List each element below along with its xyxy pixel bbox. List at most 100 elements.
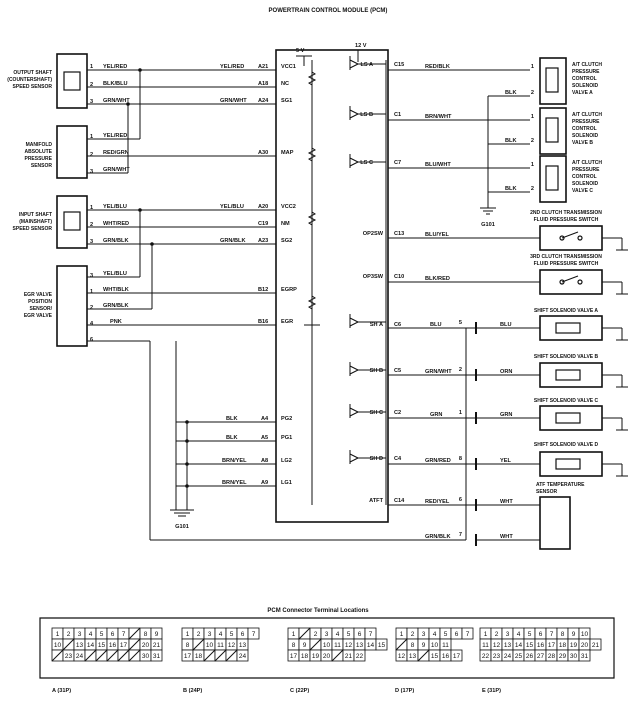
svg-text:EGR: EGR [281, 319, 293, 325]
svg-text:3: 3 [90, 169, 93, 175]
svg-text:SG2: SG2 [281, 238, 292, 244]
terminal-number: 6 [455, 631, 459, 638]
terminal-number: 2 [67, 631, 71, 638]
connectors-title: PCM Connector Terminal Locations [267, 608, 369, 614]
terminal-number: 22 [482, 653, 490, 660]
terminal-number: 18 [301, 653, 309, 660]
terminal-number: 9 [303, 642, 307, 649]
empty-terminal-mark [417, 649, 430, 662]
terminal-number: 5 [230, 631, 234, 638]
svg-text:GRN/BLK: GRN/BLK [220, 238, 245, 244]
terminal-number: 24 [76, 653, 84, 660]
terminal-number: 13 [76, 642, 84, 649]
svg-text:A9: A9 [261, 480, 268, 486]
svg-text:OP3SW: OP3SW [363, 274, 384, 280]
terminal-number: 14 [515, 642, 523, 649]
terminal-number: 5 [528, 631, 532, 638]
terminal-number: 4 [433, 631, 437, 638]
terminal-number: 4 [336, 631, 340, 638]
svg-text:3: 3 [90, 239, 93, 245]
svg-text:OP2SW: OP2SW [363, 231, 384, 237]
svg-text:1: 1 [90, 64, 93, 70]
terminal-number: 21 [153, 642, 161, 649]
terminal-number: 6 [241, 631, 245, 638]
empty-terminal-mark [192, 638, 205, 651]
svg-text:FLUID PRESSURE SWITCH: FLUID PRESSURE SWITCH [534, 217, 599, 223]
terminal-number: 1 [186, 631, 190, 638]
svg-text:2: 2 [90, 152, 93, 158]
terminal-number: 4 [517, 631, 521, 638]
terminal-number: 14 [87, 642, 95, 649]
terminal-number: 12 [228, 642, 236, 649]
terminal-number: 22 [356, 653, 364, 660]
svg-text:C19: C19 [258, 221, 268, 227]
pcm-title: POWERTRAIN CONTROL MODULE (PCM) [269, 8, 388, 14]
svg-text:BLU: BLU [500, 322, 512, 328]
svg-text:SPEED SENSOR: SPEED SENSOR [13, 84, 53, 90]
svg-text:3RD CLUTCH TRANSMISSION: 3RD CLUTCH TRANSMISSION [530, 254, 602, 260]
svg-text:A23: A23 [258, 238, 268, 244]
terminal-number: 6 [111, 631, 115, 638]
svg-text:GRN/RED: GRN/RED [425, 458, 451, 464]
svg-text:GRN/WHT: GRN/WHT [103, 167, 130, 173]
svg-text:SENSOR: SENSOR [31, 163, 53, 169]
svg-text:2: 2 [531, 186, 534, 192]
terminal-number: 7 [466, 631, 470, 638]
terminal-number: 6 [539, 631, 543, 638]
svg-text:CONTROL: CONTROL [572, 174, 597, 180]
egr-valve-position-sensor: EGR VALVE POSITION SENSOR/ EGR VALVE 3 1… [24, 265, 94, 347]
terminal-number: 31 [581, 653, 589, 660]
svg-text:WHT: WHT [500, 499, 513, 505]
svg-text:BLK/BLU: BLK/BLU [103, 81, 128, 87]
terminal-number: 20 [323, 653, 331, 660]
terminal-number: 1 [400, 631, 404, 638]
svg-text:A/T CLUTCH: A/T CLUTCH [572, 160, 602, 166]
shift-solenoid-d: SHIFT SOLENOID VALVE D [534, 442, 628, 477]
svg-text:PNK: PNK [110, 319, 122, 325]
svg-text:WHT/BLK: WHT/BLK [103, 287, 129, 293]
svg-text:GRN: GRN [430, 412, 442, 418]
2nd-clutch-pressure-switch: 2ND CLUTCH TRANSMISSION FLUID PRESSURE S… [530, 210, 628, 251]
svg-text:C5: C5 [394, 368, 401, 374]
terminal-number: 26 [526, 653, 534, 660]
terminal-number: 10 [54, 642, 62, 649]
connector-d-label: D (17P) [395, 688, 414, 694]
terminal-cell [450, 649, 463, 662]
svg-text:ATF TEMPERATURE: ATF TEMPERATURE [536, 482, 585, 488]
empty-terminal-mark [51, 649, 64, 662]
svg-text:A30: A30 [258, 150, 268, 156]
empty-terminal-mark [298, 627, 311, 640]
svg-text:1: 1 [459, 410, 462, 416]
terminal-number: 24 [504, 653, 512, 660]
svg-text:BLU: BLU [430, 322, 442, 328]
svg-text:(MAINSHAFT): (MAINSHAFT) [19, 219, 52, 225]
manifold-absolute-pressure-sensor: MANIFOLD ABSOLUTE PRESSURE SENSOR 1 2 3 [24, 125, 93, 179]
svg-text:BLU/WHT: BLU/WHT [425, 162, 451, 168]
svg-text:OUTPUT SHAFT: OUTPUT SHAFT [13, 70, 52, 76]
svg-text:1: 1 [531, 162, 534, 168]
terminal-number: 31 [153, 653, 161, 660]
svg-text:6: 6 [459, 497, 462, 503]
terminal-number: 29 [559, 653, 567, 660]
svg-text:1: 1 [531, 64, 534, 70]
empty-terminal-mark [106, 649, 119, 662]
svg-text:A21: A21 [258, 64, 268, 70]
svg-text:GRN/WHT: GRN/WHT [103, 98, 130, 104]
terminal-number: 12 [345, 642, 353, 649]
svg-text:B16: B16 [258, 319, 268, 325]
terminal-number: 15 [431, 653, 439, 660]
terminal-number: 19 [570, 642, 578, 649]
terminal-cell [247, 627, 260, 640]
atf-temperature-sensor: ATF TEMPERATURE SENSOR [536, 482, 585, 550]
svg-text:C13: C13 [394, 231, 404, 237]
svg-text:SENSOR/: SENSOR/ [29, 306, 52, 312]
pcm-right-terminals: LS A C15 LS B C1 LS C C7 OP2SW C13 OP3SW… [360, 62, 405, 504]
empty-terminal-mark [84, 649, 97, 662]
svg-text:A5: A5 [261, 435, 268, 441]
svg-text:CONTROL: CONTROL [572, 126, 597, 132]
